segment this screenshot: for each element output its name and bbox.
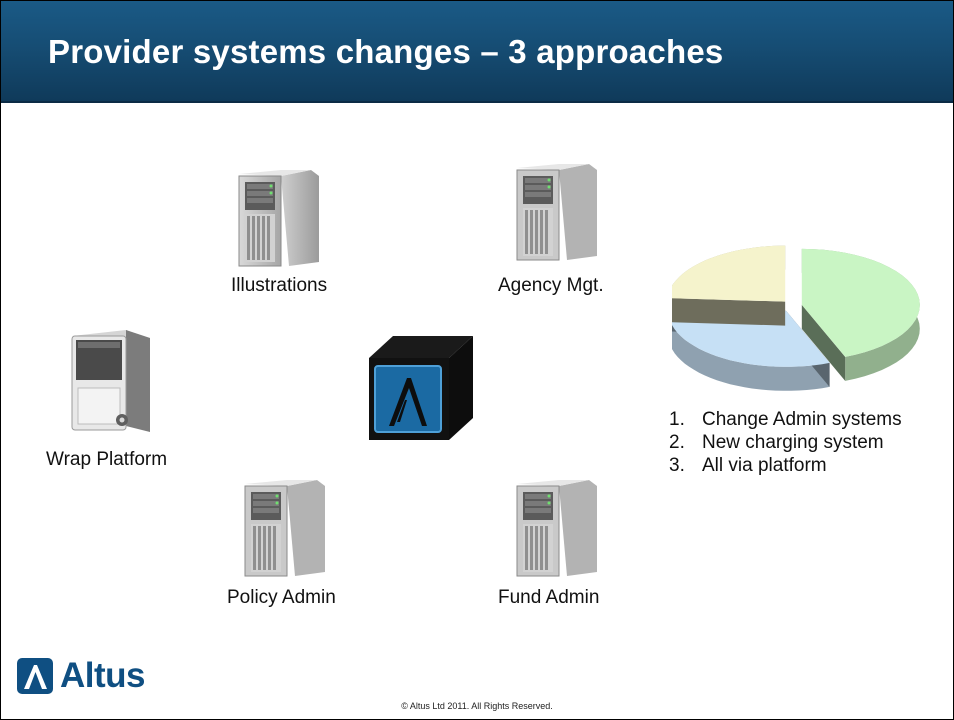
altus-logo-icon: [17, 658, 53, 694]
server-tower-icon: [516, 164, 597, 261]
server-tower-icon: [244, 480, 325, 577]
approach-item: 1.Change Admin systems: [669, 409, 902, 430]
approaches-list: 1.Change Admin systems 2.New charging sy…: [669, 409, 939, 478]
server-tower-icon: [238, 170, 319, 267]
server-fund-admin: [509, 478, 601, 583]
server-policy-admin: [237, 478, 329, 583]
desktop-tower-icon: [71, 330, 150, 432]
altus-logo: Altus: [16, 656, 146, 696]
label-wrap-platform: Wrap Platform: [46, 449, 168, 470]
logo-text: Altus: [60, 656, 146, 695]
label-illustrations: Illustrations: [231, 275, 328, 296]
altus-cube-icon: [369, 336, 473, 440]
pie-slice: [672, 245, 786, 326]
pie-chart: [672, 245, 920, 391]
label-policy-admin: Policy Admin: [227, 587, 336, 608]
approach-item: 3.All via platform: [669, 455, 827, 476]
approach-item: 2.New charging system: [669, 432, 884, 453]
server-agency: [509, 162, 601, 267]
server-tower-icon: [516, 480, 597, 577]
server-illustrations: [231, 168, 323, 273]
label-agency: Agency Mgt.: [498, 275, 604, 296]
copyright-footer: © Altus Ltd 2011. All Rights Reserved.: [401, 701, 553, 711]
slide-title: Provider systems changes – 3 approaches: [48, 33, 724, 70]
title-bar: Provider systems changes – 3 approaches: [1, 1, 953, 103]
central-cube: [367, 334, 477, 447]
label-fund-admin: Fund Admin: [498, 587, 600, 608]
desktop-wrap-platform: [66, 326, 156, 445]
pie-slice: [801, 248, 920, 381]
